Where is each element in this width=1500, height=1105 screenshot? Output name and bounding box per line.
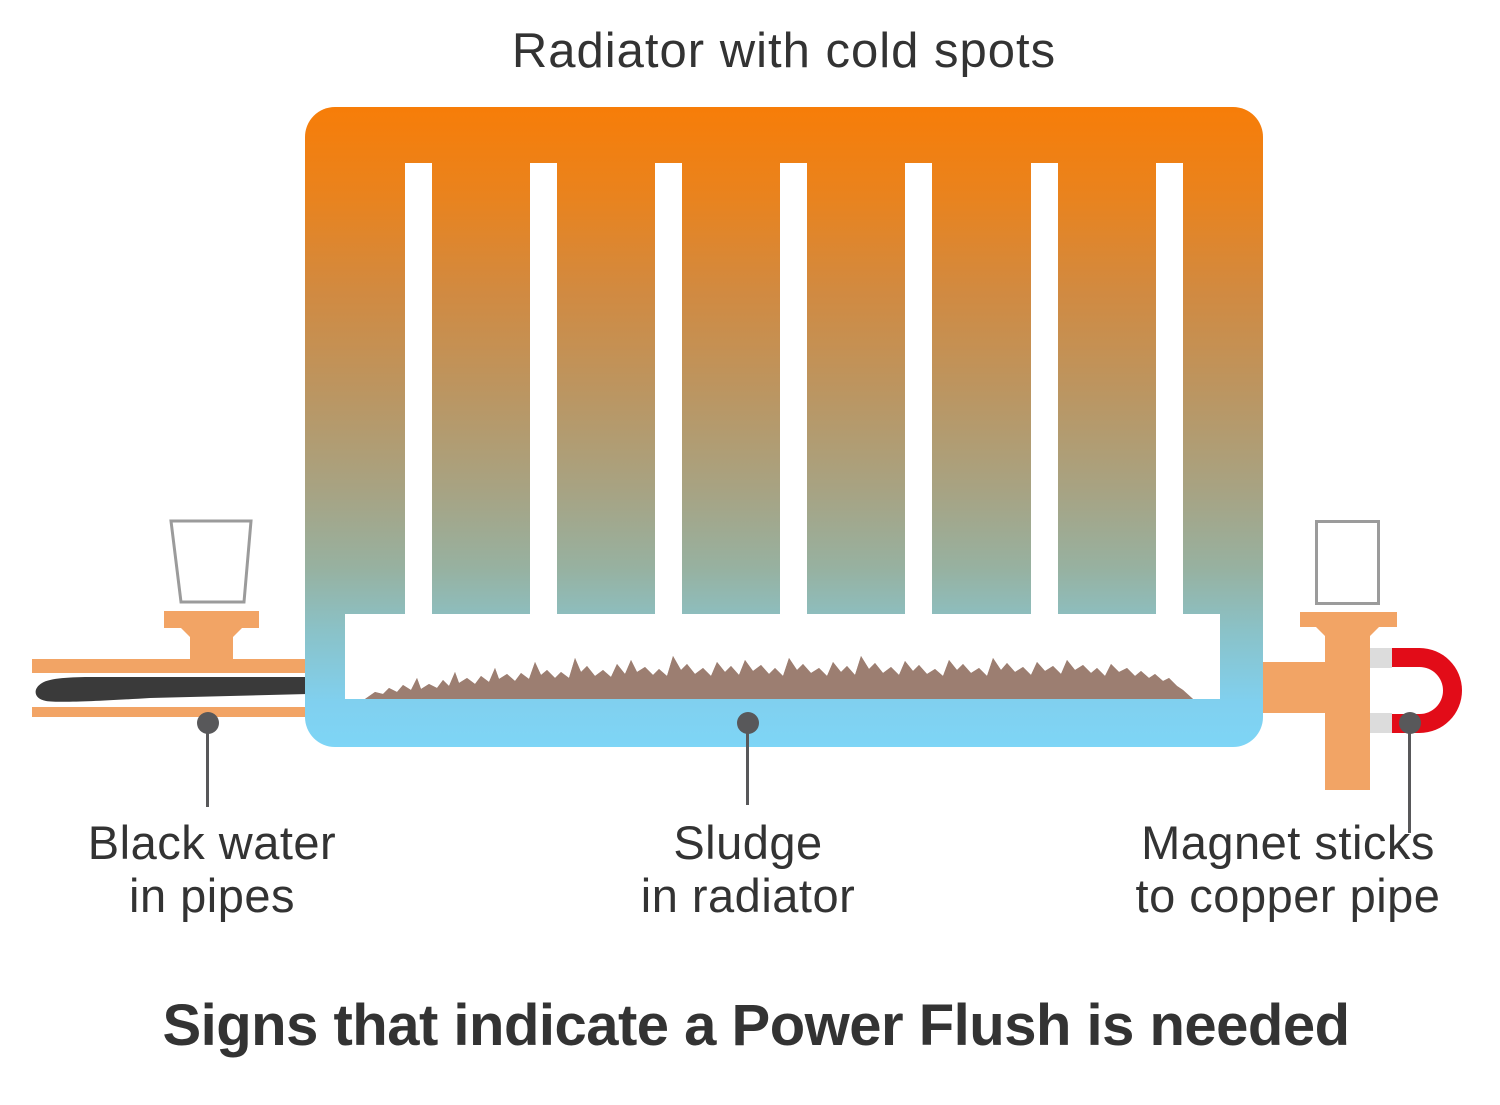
label-magnet: Magnet sticks to copper pipe — [1068, 816, 1500, 922]
label-magnet-line1: Magnet sticks — [1141, 816, 1435, 869]
label-black-water-line2: in pipes — [129, 869, 295, 922]
pointer-line-magnet — [1408, 733, 1411, 833]
pipe-wall-top — [32, 659, 310, 673]
radiator-body — [305, 107, 1263, 747]
pointer-dot-magnet — [1399, 712, 1421, 734]
radiator-slot — [780, 163, 807, 615]
label-black-water-line1: Black water — [87, 816, 337, 869]
radiator-title: Radiator with cold spots — [511, 24, 1057, 78]
black-water-blob — [35, 677, 308, 702]
pointer-dot-black-water — [197, 712, 219, 734]
valve-cap-right — [1315, 520, 1380, 605]
valve-tee-left — [164, 611, 259, 661]
pointer-dot-sludge — [737, 712, 759, 734]
pipe-wall-bottom — [32, 707, 310, 717]
radiator-slot — [530, 163, 557, 615]
radiator-slot — [655, 163, 682, 615]
pointer-line-sludge — [746, 733, 749, 805]
radiator-slot — [1031, 163, 1058, 615]
label-sludge-line2: in radiator — [640, 869, 856, 922]
copper-pipe-connector — [1260, 662, 1325, 713]
magnet-pole-bottom — [1370, 713, 1392, 733]
copper-pipe-vertical — [1300, 612, 1397, 790]
radiator-slot — [1156, 163, 1183, 615]
magnet-pole-top — [1370, 648, 1392, 668]
label-sludge-line1: Sludge — [673, 816, 823, 869]
valve-cap-left — [169, 519, 253, 604]
label-magnet-line2: to copper pipe — [1135, 869, 1441, 922]
infographic-caption: Signs that indicate a Power Flush is nee… — [162, 993, 1350, 1058]
radiator-slot — [405, 163, 432, 615]
radiator-slot — [905, 163, 932, 615]
pointer-line-black-water — [206, 733, 209, 807]
label-sludge: Sludge in radiator — [528, 816, 968, 922]
label-black-water: Black water in pipes — [0, 816, 432, 922]
sludge-deposit — [365, 656, 1193, 699]
